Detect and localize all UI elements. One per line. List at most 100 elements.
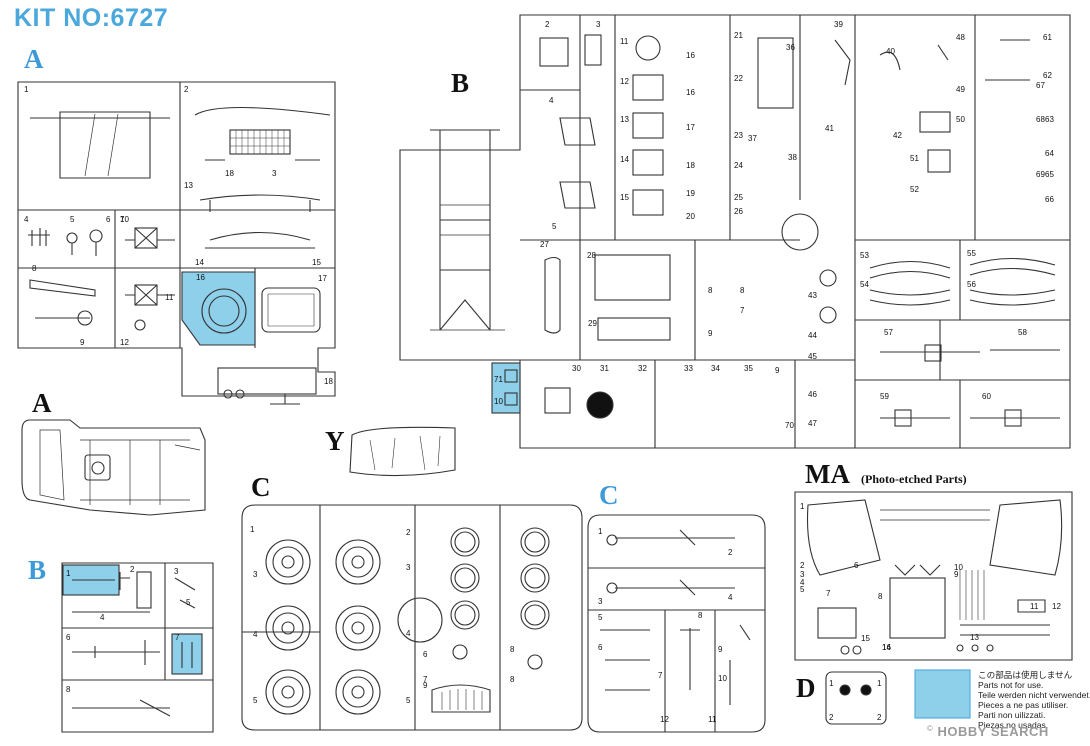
sprue-a <box>17 81 336 405</box>
watermark-brand: HOBBY SEARCH <box>937 724 1049 739</box>
part-number-b: 58 <box>1018 328 1027 337</box>
sprue-label-a: A <box>24 44 44 74</box>
sprue-b <box>399 14 1071 449</box>
tire-ring-inner <box>524 531 546 553</box>
part-number-a: 11 <box>165 293 174 302</box>
part-number-b: 49 <box>956 85 965 94</box>
part-number-c: 2 <box>406 528 411 537</box>
part-number-b: 13 <box>620 115 629 124</box>
part-number-b: 60 <box>982 392 991 401</box>
ring-group <box>450 527 550 630</box>
part-number-b: 11 <box>620 37 629 46</box>
part-number-c: 3 <box>406 563 411 572</box>
wheel-detail <box>351 555 365 569</box>
part-number-b: 37 <box>748 134 757 143</box>
tire-ring-outer <box>520 563 550 593</box>
part-number-b: 39 <box>834 20 843 29</box>
wheel-detail <box>342 612 374 644</box>
tire-ring-outer <box>450 527 480 557</box>
part-number-c2: 3 <box>598 597 603 606</box>
sprue-c-small <box>587 514 766 733</box>
part-number-b2: 2 <box>130 565 135 574</box>
part-number-b: 57 <box>884 328 893 337</box>
wheel-detail <box>281 621 295 635</box>
part-number-b: 9 <box>708 329 713 338</box>
part-number-b: 23 <box>734 131 743 140</box>
part-number-b2: 6 <box>66 633 71 642</box>
part-number-b2: 5 <box>186 598 191 607</box>
part-number-b: 65 <box>1045 170 1054 179</box>
part-number-c: 1 <box>250 525 255 534</box>
photo-etched-subtitle: (Photo-etched Parts) <box>861 472 967 486</box>
part-number-d: 1 <box>877 679 882 688</box>
note-french: Pieces a ne pas utiliser. <box>978 700 1069 710</box>
wheel-detail <box>272 612 304 644</box>
part-number-a: 13 <box>184 181 193 190</box>
sprue-label-c-small: C <box>599 480 619 510</box>
part-number-a: 14 <box>195 258 204 267</box>
part-number-c: 3 <box>253 570 258 579</box>
part-number-b: 54 <box>860 280 869 289</box>
note-german: Teile werden nicht verwendet. <box>978 690 1090 700</box>
tire-ring-inner <box>524 567 546 589</box>
not-used-color-swatch <box>914 669 971 719</box>
sprue-label-c: C <box>251 472 271 502</box>
tire-ring-inner <box>524 604 546 626</box>
part-number-b: 64 <box>1045 149 1054 158</box>
part-number-b: 51 <box>910 154 919 163</box>
part-number-b: 16 <box>686 88 695 97</box>
kit-number-title: KIT NO:6727 <box>14 4 169 32</box>
wheel-outline <box>335 669 381 715</box>
part-number-ma: 12 <box>1052 602 1061 611</box>
part-number-b: 53 <box>860 251 869 260</box>
part-number-c: 5 <box>253 696 258 705</box>
part-number-c2: 8 <box>698 611 703 620</box>
part-number-b: 67 <box>1036 81 1045 90</box>
wheel-group <box>265 539 381 715</box>
hobby-search-watermark: © HOBBY SEARCH <box>927 724 1049 739</box>
part-number-a: 18 <box>324 377 333 386</box>
wheel-outline <box>265 669 311 715</box>
note-spanish: Piezas no usadas. <box>978 720 1049 730</box>
wheel-outline <box>335 605 381 651</box>
sprue-label-b: B <box>451 68 470 98</box>
tire-ring-outer <box>450 563 480 593</box>
wheel-detail <box>272 546 304 578</box>
part-number-ma: 6 <box>854 561 859 570</box>
part-number-c2: 6 <box>598 643 603 652</box>
part-number-c: 7 <box>423 675 428 684</box>
part-number-ma: 5 <box>800 585 805 594</box>
tire-ring-outer <box>520 527 550 557</box>
part-number-b: 66 <box>1045 195 1054 204</box>
note-english: Parts not for use. <box>978 680 1044 690</box>
part-b7-not-used <box>171 633 203 675</box>
part-number-c2: 7 <box>658 671 663 680</box>
tire-ring-outer <box>520 600 550 630</box>
note-japanese: この部品は使用しません <box>978 670 1073 680</box>
part-number-b: 26 <box>734 207 743 216</box>
part-number-ma: 16 <box>882 643 891 652</box>
part-number-b: 2 <box>545 20 550 29</box>
part-number-b: 22 <box>734 74 743 83</box>
part-number-a: 7 <box>120 215 125 224</box>
part-number-b: 17 <box>686 123 695 132</box>
part-number-b: 20 <box>686 212 695 221</box>
part-number-c2: 2 <box>728 548 733 557</box>
part-number-a: 12 <box>120 338 129 347</box>
wheel-detail <box>351 685 365 699</box>
part-number-b: 31 <box>600 364 609 373</box>
part-number-b: 43 <box>808 291 817 300</box>
part-number-ma: 10 <box>954 563 963 572</box>
part-number-b: 59 <box>880 392 889 401</box>
part-number-b: 8 <box>740 286 745 295</box>
part-number-a: 3 <box>272 169 277 178</box>
part-number-b: 70 <box>785 421 794 430</box>
note-italian: Parti non uilizzati. <box>978 710 1046 720</box>
part-number-a: 2 <box>184 85 189 94</box>
wheel-outline <box>265 605 311 651</box>
part-number-a: 10 <box>120 215 129 224</box>
part-number-b: 68 <box>1036 115 1045 124</box>
part-number-b2: 1 <box>66 569 71 578</box>
part-number-b: 29 <box>588 319 597 328</box>
